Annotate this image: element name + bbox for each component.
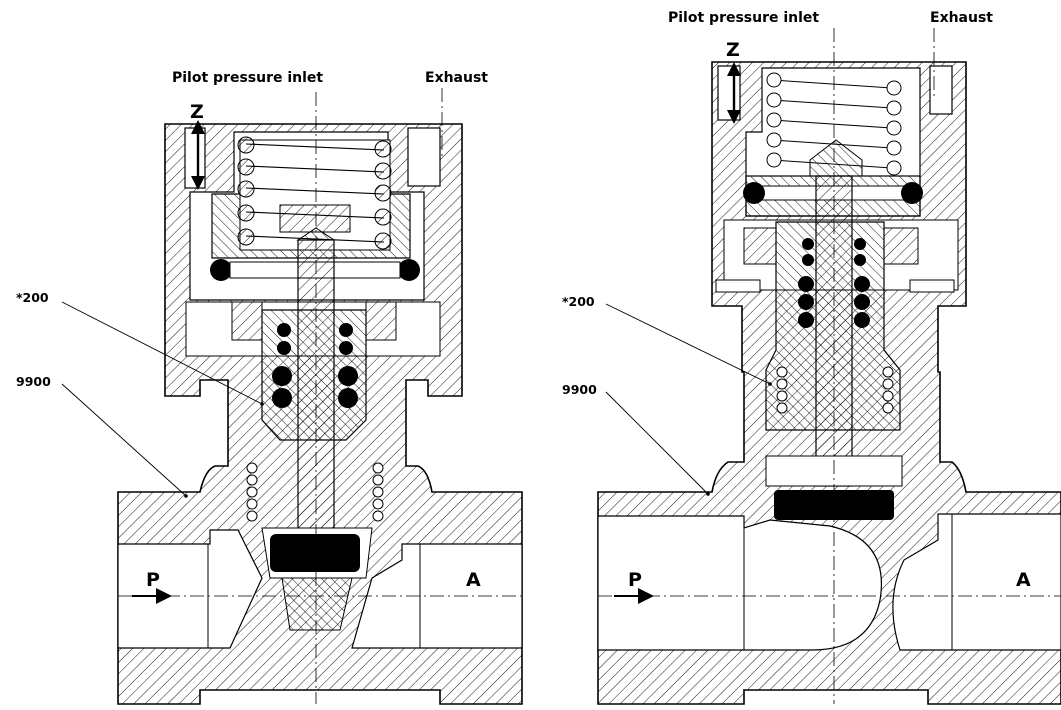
right-leader-9900 [605,391,709,495]
left-spring [245,143,385,243]
left-callout-200: *200 [16,290,49,305]
left-exhaust-label: Exhaust [425,70,488,86]
right-valve-view: Pilot pressure inlet Exhaust Z *200 9900… [562,10,1061,705]
right-leader-200 [605,303,771,385]
left-port-a-label: A [466,569,481,591]
right-stroke-z-label: Z [726,39,740,61]
left-leader-200 [61,301,263,405]
right-port-p-label: P [628,569,642,591]
right-exhaust-label: Exhaust [930,10,993,26]
right-callout-200: *200 [562,294,595,309]
left-port-p-label: P [146,569,160,591]
right-callout-9900: 9900 [562,382,597,397]
left-leader-9900 [61,383,187,497]
left-callout-9900: 9900 [16,374,51,389]
right-pilot-pressure-label: Pilot pressure inlet [668,10,819,26]
left-valve-view: Pilot pressure inlet Exhaust Z *200 9900… [16,70,523,705]
left-stroke-z-label: Z [190,101,204,123]
right-poppet-seal [774,490,894,520]
left-pilot-pressure-label: Pilot pressure inlet [172,70,323,86]
left-inlet-channel [117,529,263,649]
right-port-a-label: A [1016,569,1031,591]
right-outlet-channel [892,513,1061,651]
left-poppet-seal [270,534,360,572]
